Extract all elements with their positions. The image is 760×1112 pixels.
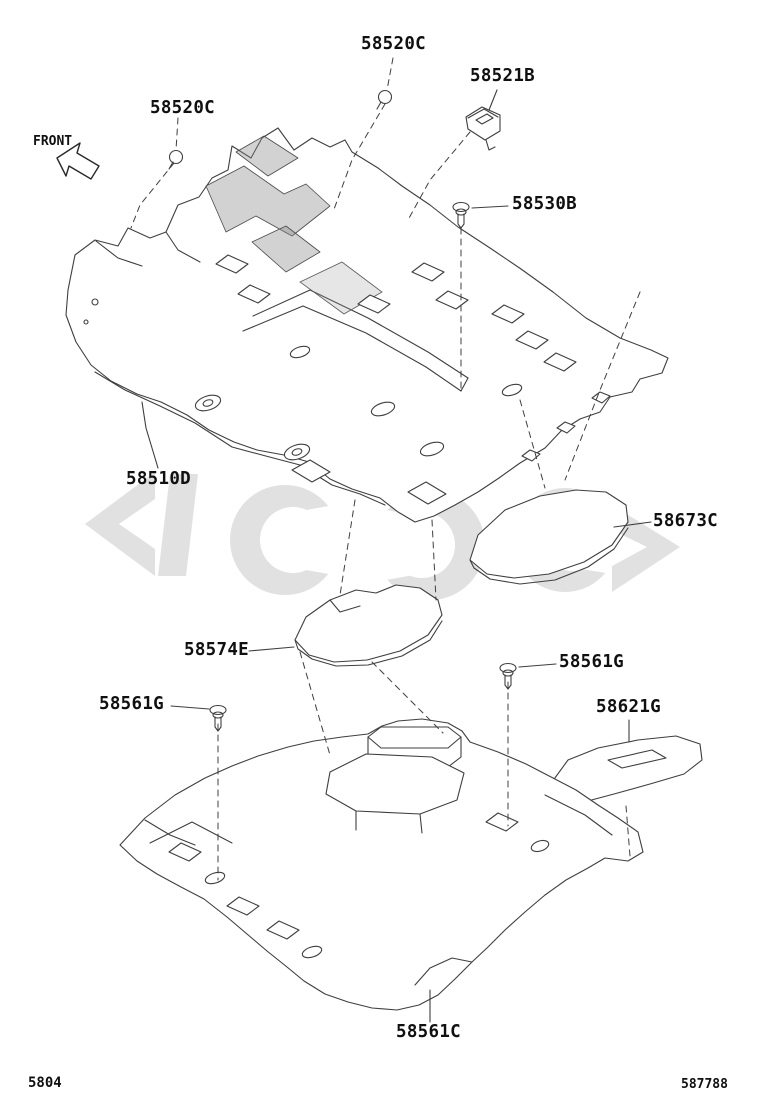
pin-58561G-left-icon	[209, 704, 227, 732]
part-label-58510D[interactable]: 58510D	[126, 469, 192, 489]
part-label-58561G-right[interactable]: 58561G	[559, 652, 625, 672]
part-label-58673C[interactable]: 58673C	[653, 511, 719, 531]
front-direction-label: FRONT	[33, 134, 73, 149]
clip-58520C-top-icon	[376, 89, 393, 110]
part-label-58520C-top[interactable]: 58520C	[361, 34, 427, 54]
clip-58521B-icon	[465, 106, 501, 151]
assembly-dashed-lines	[130, 57, 641, 881]
part-label-58520C-left[interactable]: 58520C	[150, 98, 216, 118]
label-leader-lines	[141, 89, 652, 1023]
part-label-58530B[interactable]: 58530B	[512, 194, 578, 214]
upper-carpet-drawing	[65, 127, 669, 523]
figure-number: 587788	[681, 1077, 728, 1092]
lower-carpet-drawing	[119, 718, 644, 1011]
pin-58561G-right-icon	[499, 662, 517, 690]
part-label-58561G-left[interactable]: 58561G	[99, 694, 165, 714]
part-label-58521B[interactable]: 58521B	[470, 66, 536, 86]
clip-58520C-left-icon	[168, 149, 184, 170]
part-label-58621G[interactable]: 58621G	[596, 697, 662, 717]
mat-58574E-drawing	[294, 584, 443, 667]
pin-58530B-icon	[452, 201, 470, 229]
part-label-58561C[interactable]: 58561C	[396, 1022, 462, 1042]
page-number: 5804	[28, 1075, 62, 1091]
pad-58621G-drawing	[551, 735, 703, 807]
front-arrow-icon	[56, 142, 100, 180]
part-label-58574E[interactable]: 58574E	[184, 640, 250, 660]
mat-58673C-drawing	[469, 489, 629, 585]
